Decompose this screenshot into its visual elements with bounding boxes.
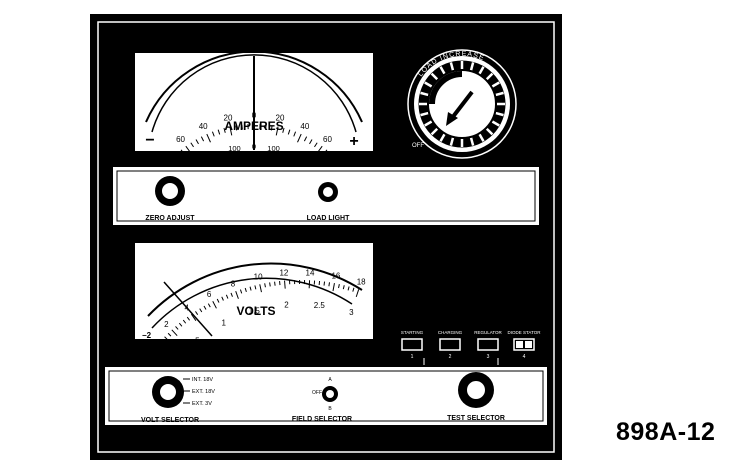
test-switch-indicator	[525, 341, 532, 348]
voltmeter-outer-tick-label: 10	[254, 272, 263, 281]
volt-option-label: INT. 18V	[192, 377, 213, 383]
ammeter-plus-sign: +	[349, 133, 358, 150]
voltmeter-tick	[285, 281, 286, 289]
middle-panel: ZERO ADJUST LOAD LIGHT	[112, 166, 540, 226]
load-light	[318, 182, 338, 202]
voltmeter-neg-mark: −2	[142, 331, 152, 340]
voltmeter-tick	[275, 282, 276, 286]
zero-adjust-knob-cap	[161, 182, 179, 200]
voltmeter-inner-tick-label: 2.5	[314, 301, 326, 310]
voltmeter-outer-tick-label: 6	[207, 290, 212, 299]
zero-adjust-knob[interactable]	[155, 176, 185, 206]
test-switch-button[interactable]	[440, 339, 460, 350]
voltmeter-tick	[324, 282, 325, 286]
field-selector-label: FIELD SELECTOR	[292, 416, 352, 423]
bottom-panel: INT. 18V EXT. 18V EXT. 3V VOLT SELECTOR OF…	[104, 366, 548, 426]
voltmeter-outer-tick-label: 16	[331, 271, 340, 280]
volt-selector-knob-cap	[159, 383, 177, 401]
ammeter-outer-tick-label: 60	[176, 135, 185, 144]
test-switch-number: 4	[523, 354, 526, 360]
zero-adjust-label: ZERO ADJUST	[145, 215, 195, 222]
voltmeter-inner-tick-label: .5	[193, 336, 200, 345]
voltmeter-face	[134, 242, 374, 340]
ammeter-minus-sign: −	[145, 132, 154, 149]
voltmeter-inner-tick-label: 1	[222, 319, 227, 328]
voltmeter-outer-tick-label: 8	[231, 280, 236, 289]
load-light-lens	[323, 187, 333, 197]
test-switch-label: DIODE STATOR	[507, 330, 541, 335]
ammeter-inner-tick-label: 200	[286, 150, 299, 159]
volt-selector-knob[interactable]	[152, 376, 184, 408]
load-light-label: LOAD LIGHT	[307, 215, 350, 222]
ammeter-outer-tick-label: 60	[323, 135, 332, 144]
test-switch-label: CHARGING	[438, 330, 463, 335]
ammeter-inner-tick-label: 200	[210, 150, 223, 159]
test-switch-button[interactable]	[402, 339, 422, 350]
volt-option-label: EXT. 3V	[192, 401, 212, 407]
ammeter-outer-tick-label: 80	[342, 152, 351, 161]
voltmeter-unit-label: VOLTS	[236, 304, 275, 318]
test-selector-label: TEST SELECTOR	[447, 415, 505, 422]
ammeter-outer-tick-label: 40	[199, 122, 208, 131]
load-increase-knob[interactable]: LOAD INCREASE OFF	[408, 50, 516, 158]
test-selector-knob[interactable]	[458, 372, 494, 408]
ammeter-inner-tick-label: 100	[267, 144, 280, 153]
ammeter-outer-tick-label: 80	[157, 152, 166, 161]
field-selector-lever	[326, 390, 334, 398]
voltmeter-tick	[270, 282, 271, 286]
voltmeter-outer-tick-label: 2	[164, 320, 169, 329]
test-switch-number: 2	[449, 354, 452, 360]
test-switch-label: STARTING	[401, 330, 424, 335]
voltmeter-inner-tick-label: 3	[349, 308, 354, 317]
voltmeter-outer-tick-label: 14	[306, 268, 315, 277]
figure-label: 898A-12	[616, 418, 715, 447]
test-selector-knob-cap	[466, 380, 486, 400]
test-switch-label: REGULATOR	[474, 330, 502, 335]
ammeter-inner-tick-label: 100	[228, 144, 241, 153]
voltmeter-outer-tick-label: 0	[146, 339, 151, 348]
voltmeter-inner-tick-label: 2	[284, 301, 289, 310]
test-switch-number: 1	[411, 354, 414, 360]
test-switch-number: 3	[487, 354, 490, 360]
field-selector-off: OFF	[312, 390, 322, 396]
test-switch-button[interactable]	[478, 339, 498, 350]
test-switch-indicator	[516, 341, 523, 348]
volt-option-label: EXT. 18V	[192, 389, 215, 395]
voltmeter-outer-tick-label: 12	[279, 269, 288, 278]
voltmeter-outer-tick-label: 18	[357, 278, 366, 287]
knob-off-label: OFF	[412, 143, 424, 149]
voltmeter-tick	[329, 282, 330, 286]
ammeter-outer-tick-label: 40	[300, 122, 309, 131]
volt-selector-label: VOLT SELECTOR	[141, 417, 199, 424]
field-selector-switch[interactable]	[322, 386, 338, 402]
ammeter-unit-label: AMPERES	[224, 119, 283, 133]
